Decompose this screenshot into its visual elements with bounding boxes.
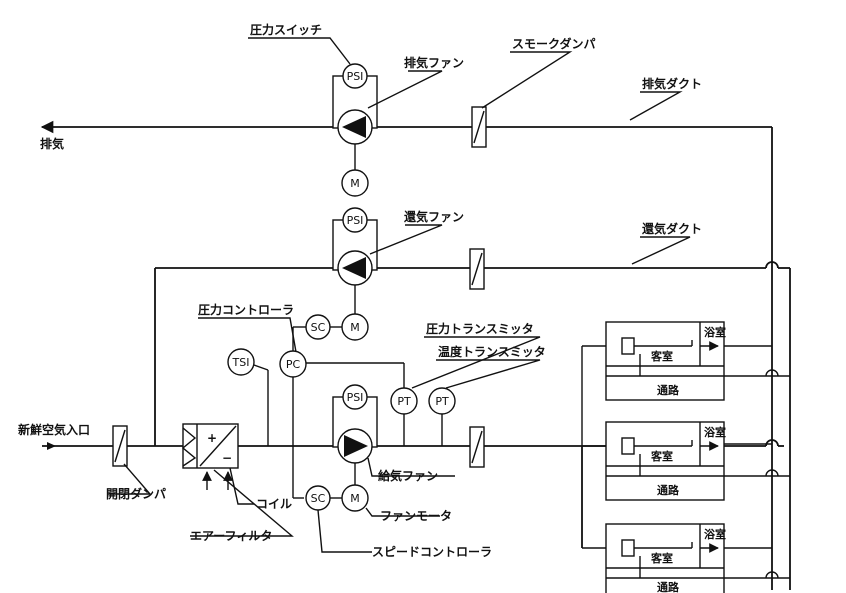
supply-fan-psi: PSI: [342, 384, 368, 410]
label-return-fan: 還気ファン: [404, 209, 464, 224]
return-fan-psi: PSI: [342, 207, 368, 233]
label-fresh-air-inlet: 新鮮空気入口: [18, 422, 90, 437]
svg-text:PSI: PSI: [347, 391, 364, 404]
svg-text:SC: SC: [311, 321, 326, 334]
label-pressure-transmitter: 圧力トランスミッタ: [426, 321, 534, 336]
exhaust-fan-psi: PSI: [342, 63, 368, 89]
svg-text:客室: 客室: [650, 449, 673, 463]
label-exhaust-duct: 排気ダクト: [642, 76, 702, 91]
room-unit-3: 浴室 客室 通路: [605, 523, 726, 593]
svg-text:通路: 通路: [657, 383, 680, 397]
svg-text:浴室: 浴室: [704, 425, 726, 439]
label-exhaust: 排気: [40, 136, 64, 151]
temperature-transmitter: PT: [428, 387, 456, 446]
svg-text:M: M: [350, 321, 360, 334]
supply-fan: [332, 396, 378, 486]
exhaust-fan: [332, 75, 378, 170]
pressure-controller: PC: [279, 350, 307, 378]
pressure-transmitter: PT: [390, 387, 418, 415]
return-damper: [469, 248, 485, 290]
label-pressure-controller: 圧力コントローラ: [198, 302, 294, 317]
label-return-duct: 還気ダクト: [642, 221, 702, 236]
temperature-sensor-tsi: TSI: [227, 348, 269, 446]
svg-text:客室: 客室: [650, 551, 673, 565]
svg-text:浴室: 浴室: [704, 527, 726, 541]
return-fan-motor: M: [341, 313, 369, 341]
label-air-filter: エアーフィルタ: [190, 529, 272, 543]
smoke-damper: [471, 106, 487, 148]
svg-text:PT: PT: [435, 395, 449, 408]
return-fan: [332, 219, 378, 315]
label-coil: コイル: [256, 497, 292, 511]
exhaust-duct-line: [40, 120, 773, 590]
inlet-damper: [112, 425, 128, 467]
supply-fan-motor: M: [341, 484, 369, 512]
pressure-controller-lines: [292, 326, 405, 499]
svg-text:PSI: PSI: [347, 214, 364, 227]
svg-text:SC: SC: [311, 492, 326, 505]
return-speed-controller: SC: [305, 314, 342, 340]
svg-text:M: M: [350, 177, 360, 190]
label-supply-fan: 給気ファン: [378, 468, 438, 483]
svg-text:PC: PC: [286, 358, 301, 371]
label-pressure-switch: 圧力スイッチ: [250, 22, 322, 37]
label-temperature-transmitter: 温度トランスミッタ: [438, 344, 546, 359]
supply-speed-controller: SC: [305, 485, 342, 511]
filter-coil-unit: + −: [181, 423, 239, 490]
svg-text:M: M: [350, 492, 360, 505]
svg-text:+: +: [207, 431, 217, 445]
svg-text:浴室: 浴室: [704, 325, 726, 339]
label-open-close-damper: 開閉ダンパ: [106, 486, 166, 501]
return-duct-line: [154, 261, 791, 590]
svg-text:TSI: TSI: [232, 356, 250, 369]
supply-damper: [469, 426, 485, 468]
label-smoke-damper: スモークダンパ: [512, 36, 596, 51]
leader-lines: [108, 37, 691, 553]
svg-text:通路: 通路: [657, 483, 680, 497]
svg-text:PT: PT: [397, 395, 411, 408]
svg-text:−: −: [222, 451, 232, 465]
label-exhaust-fan: 排気ファン: [404, 55, 464, 70]
exhaust-fan-motor: M: [341, 169, 369, 197]
svg-text:PSI: PSI: [347, 70, 364, 83]
room-unit-2: 浴室 客室 通路: [605, 421, 726, 501]
label-fan-motor: ファンモータ: [380, 509, 452, 523]
svg-text:客室: 客室: [650, 349, 673, 363]
svg-text:通路: 通路: [657, 580, 680, 593]
label-speed-controller: スピードコントローラ: [372, 545, 492, 559]
room-unit-1: 浴室 客室 通路: [605, 321, 726, 401]
